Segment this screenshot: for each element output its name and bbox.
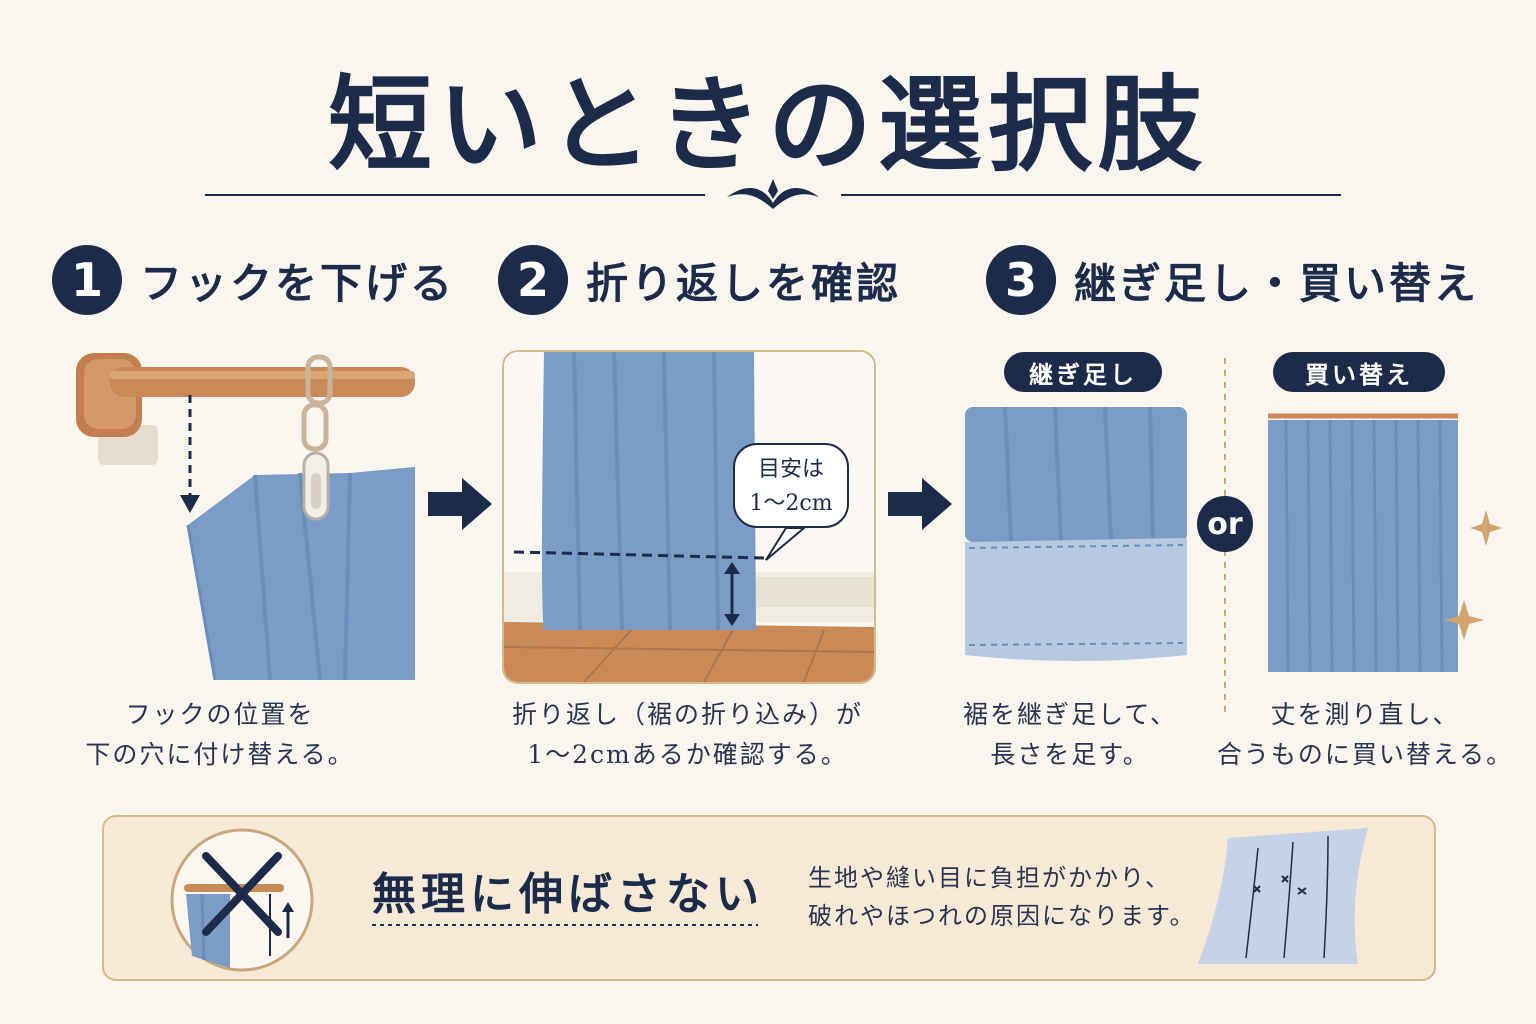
step-2-header: 2 折り返しを確認 — [498, 245, 901, 315]
option-replace-caption: 丈を測り直し、 合うものに買い替える。 — [1215, 695, 1515, 775]
step-1-header: 1 フックを下げる — [52, 245, 455, 315]
step-2-number: 2 — [498, 245, 568, 315]
step-1-caption-line-2: 下の穴に付け替える。 — [85, 740, 355, 769]
warning-title: 無理に伸ばさない — [372, 869, 764, 920]
option-extend-caption: 裾を継ぎ足して、 長さを足す。 — [945, 695, 1195, 775]
page-title: 短いときの選択肢 — [327, 63, 1208, 186]
step-2-title: 折り返しを確認 — [586, 258, 902, 308]
arrow-right-icon — [428, 478, 492, 530]
option-replace-caption-line-2: 合うものに買い替える。 — [1216, 740, 1514, 769]
step-2-caption-line-1: 折り返し（裾の折り込み）が — [511, 700, 863, 729]
option-extend-caption-line-1: 裾を継ぎ足して、 — [962, 700, 1177, 729]
warning-text: 生地や縫い目に負担がかかり、 破れやほつれの原因になります。 — [808, 859, 1196, 935]
sparkle-icon — [1470, 510, 1502, 546]
cross-icon — [202, 852, 282, 936]
step-1-caption: フックの位置を 下の穴に付け替える。 — [40, 695, 400, 775]
step-1-caption-line-1: フックの位置を — [125, 700, 315, 729]
extended-curtain-illustration — [965, 406, 1187, 661]
warning-title-underline — [372, 924, 758, 926]
warning-text-line-1: 生地や縫い目に負担がかかり、 — [808, 864, 1172, 892]
arrow-right-icon — [888, 478, 952, 530]
step-1-number: 1 — [52, 245, 122, 315]
or-badge: or — [1197, 496, 1253, 552]
no-stretch-icon — [170, 828, 314, 972]
title-divider — [205, 179, 1341, 209]
step-3-number: 3 — [986, 245, 1056, 315]
arrow-up-icon — [282, 902, 294, 912]
bubble-line-1: 目安は — [757, 457, 824, 482]
torn-fabric-illustration — [1198, 828, 1368, 964]
speech-bubble: 目安は 1〜2cm — [733, 443, 849, 528]
option-replace-caption-line-1: 丈を測り直し、 — [1270, 700, 1460, 729]
bubble-line-2: 1〜2cm — [749, 491, 833, 516]
step-1-title: フックを下げる — [140, 258, 456, 308]
step-2-caption: 折り返し（裾の折り込み）が 1〜2cmあるか確認する。 — [485, 695, 890, 775]
step-3-title: 継ぎ足し・買い替え — [1074, 258, 1480, 308]
step-2-caption-line-2: 1〜2cmあるか確認する。 — [527, 740, 848, 769]
step-3-header: 3 継ぎ足し・買い替え — [986, 245, 1479, 315]
sparkle-icon — [1444, 600, 1484, 640]
hook-lowering-illustration — [76, 353, 415, 681]
option-extend-caption-line-2: 長さを足す。 — [990, 740, 1150, 769]
option-extend-label: 継ぎ足し — [1004, 352, 1162, 392]
option-replace-label: 買い替え — [1273, 352, 1445, 392]
warning-text-line-2: 破れやほつれの原因になります。 — [808, 902, 1196, 930]
new-curtain-illustration — [1268, 413, 1502, 673]
